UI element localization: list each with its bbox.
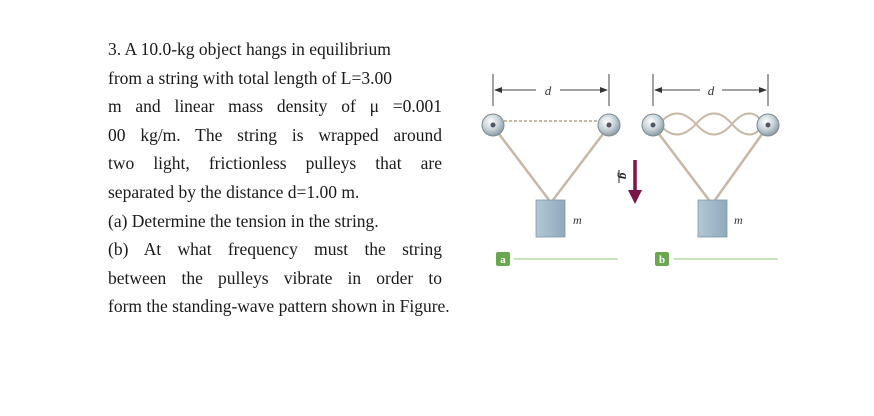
problem-line-4: 00 kg/m. The string is wrapped around	[108, 124, 442, 145]
mass-label-b: m	[734, 213, 743, 227]
string-left-a	[495, 129, 550, 201]
distance-dimension-b: d	[652, 74, 769, 106]
panel-b: d m b	[641, 74, 780, 266]
distance-dimension-a: d	[492, 74, 610, 106]
string-right-a	[552, 129, 607, 201]
problem-line-9: between the pulleys vibrate in order to	[108, 267, 442, 288]
panel-a-badge	[496, 252, 510, 266]
pulley-figure: d m a g	[481, 74, 780, 266]
problem-line-5: two light, frictionless pulleys that are	[108, 153, 442, 174]
pulley-left-b	[641, 113, 665, 137]
pulley-left-a	[481, 113, 505, 137]
problem-statement: 3. A 10.0-kg object hangs in equilibrium…	[108, 35, 450, 321]
problem-line-1: 3. A 10.0-kg object hangs in equilibrium	[108, 39, 391, 59]
distance-label-a: d	[545, 83, 552, 98]
panel-a-label: a	[500, 254, 506, 266]
string-left-b	[655, 129, 710, 201]
problem-line-10: form the standing-wave pattern shown in …	[108, 296, 450, 317]
gravity-vector: g	[617, 160, 642, 204]
pulley-right-b	[756, 113, 780, 137]
problem-line-2: from a string with total length of L=3.0…	[108, 67, 392, 88]
panel-a: d m a	[481, 74, 621, 266]
panel-b-badge	[655, 252, 669, 266]
problem-line-8: (b) At what frequency must the string	[108, 239, 442, 260]
pulley-right-a	[597, 113, 621, 137]
problem-line-6: separated by the distance d=1.00 m.	[108, 181, 360, 202]
distance-label-b: d	[708, 83, 715, 98]
hanging-mass-b	[697, 199, 728, 238]
standing-wave-upper	[658, 112, 764, 126]
hanging-mass-a	[535, 199, 566, 238]
panel-b-label: b	[659, 254, 665, 266]
standing-wave-lower	[658, 122, 764, 136]
problem-line-3: m and linear mass density of μ =0.001	[108, 96, 442, 117]
problem-line-7: (a) Determine the tension in the string.	[108, 210, 379, 231]
string-right-b	[713, 129, 767, 201]
gravity-label: g	[617, 172, 632, 180]
mass-label-a: m	[573, 213, 582, 227]
